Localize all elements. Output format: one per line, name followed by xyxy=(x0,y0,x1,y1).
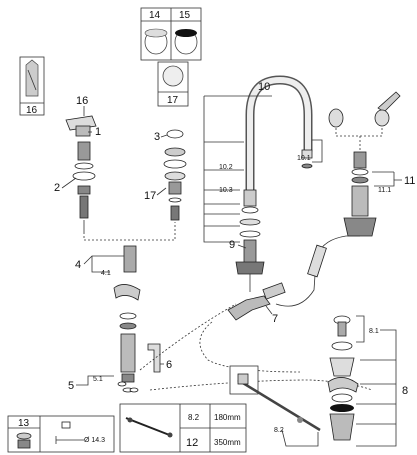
callout-10-1: 10.1 xyxy=(297,155,311,162)
handle-inset-16: 16 xyxy=(19,56,45,116)
callout-11-1: 11.1 xyxy=(378,187,391,194)
callout-13: 13 xyxy=(18,418,30,429)
hose-length-row-1: 180mm xyxy=(214,413,241,422)
callout-16-box: 16 xyxy=(26,105,38,116)
callout-2: 2 xyxy=(54,182,60,194)
callout-6: 6 xyxy=(166,359,172,371)
center-left-valve-assembly xyxy=(163,129,187,221)
right-handle-set xyxy=(328,91,401,128)
callout-5: 5 xyxy=(68,380,74,392)
lever-handle-icon xyxy=(25,59,39,97)
hose-length-row-2: 350mm xyxy=(214,438,241,447)
tee-connector-7 xyxy=(227,282,286,321)
callout-4: 4 xyxy=(75,259,81,271)
dimension-14-3: Ø 14.3 xyxy=(84,437,105,444)
callout-5-1: 5.1 xyxy=(93,376,103,383)
callout-3: 3 xyxy=(154,131,160,143)
hose-network xyxy=(139,235,373,391)
callout-11: 11 xyxy=(404,175,415,187)
inset-13: 13 Ø 14.3 xyxy=(7,415,115,453)
callout-14: 14 xyxy=(149,10,161,21)
popup-rod-assembly xyxy=(229,365,321,432)
right-valve-assembly xyxy=(343,151,377,237)
inset-12-hose-lengths: 8.2 180mm 12 350mm xyxy=(119,403,247,453)
callout-16: 16 xyxy=(76,95,88,107)
spout-assembly xyxy=(235,75,313,275)
drain-assembly xyxy=(327,315,359,441)
callout-15: 15 xyxy=(179,10,191,21)
callout-9: 9 xyxy=(229,239,235,251)
callout-8-1: 8.1 xyxy=(369,328,379,335)
left-valve-body xyxy=(113,245,141,393)
callout-17-side: 17 xyxy=(144,190,156,202)
callout-10-2: 10.2 xyxy=(219,164,233,171)
callout-10: 10 xyxy=(258,81,270,93)
swatch-17-icon xyxy=(162,65,184,87)
callout-12: 12 xyxy=(186,437,198,449)
callout-10-3: 10.3 xyxy=(219,187,233,194)
callout-8: 8 xyxy=(402,385,408,397)
callout-1: 1 xyxy=(95,126,101,138)
callout-8-2: 8.2 xyxy=(274,427,284,434)
pipe-elbow-6 xyxy=(147,343,161,373)
finish-swatch-inset: 14 15 17 xyxy=(140,7,202,107)
callout-17-box: 17 xyxy=(167,95,179,106)
left-valve-assembly xyxy=(65,115,97,232)
callout-7: 7 xyxy=(272,313,278,325)
hose-code-row-1: 8.2 xyxy=(188,413,200,422)
callout-4-1: 4.1 xyxy=(101,270,111,277)
